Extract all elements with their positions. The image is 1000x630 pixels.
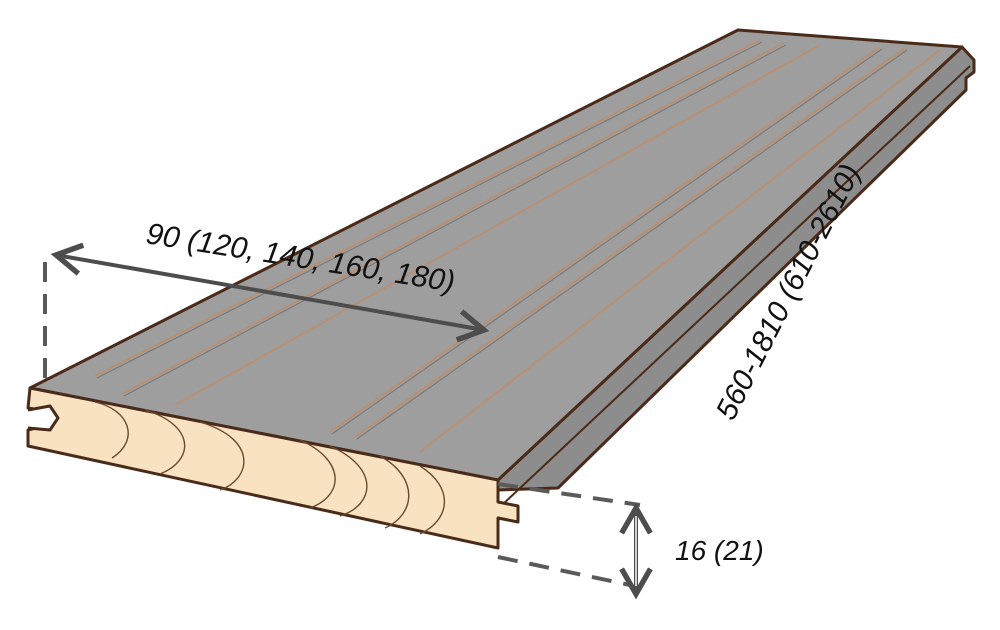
thickness-bottom-dashed <box>497 555 631 587</box>
thickness-dimension-label: 16 (21) <box>675 535 764 566</box>
board-side-edge-line <box>501 65 971 506</box>
groove-shadow <box>356 49 908 440</box>
grain-line <box>419 465 446 535</box>
grain-line <box>94 401 129 459</box>
groove-line <box>329 46 881 433</box>
groove-line <box>174 44 821 406</box>
floorboard <box>26 28 976 550</box>
grain-line <box>199 421 245 491</box>
groove-line <box>419 49 941 453</box>
width-dimension-arrow <box>50 242 490 343</box>
grain-line <box>379 455 410 529</box>
left-groove-notch <box>27 404 60 432</box>
grain-line <box>299 439 336 509</box>
thickness-dashed-lines <box>497 482 641 587</box>
grain-lines <box>94 401 446 535</box>
grain-line <box>329 445 368 517</box>
grain-line <box>144 409 186 475</box>
thickness-top-dashed <box>497 482 641 507</box>
groove-line <box>354 47 906 438</box>
groove-shadow <box>331 48 883 435</box>
